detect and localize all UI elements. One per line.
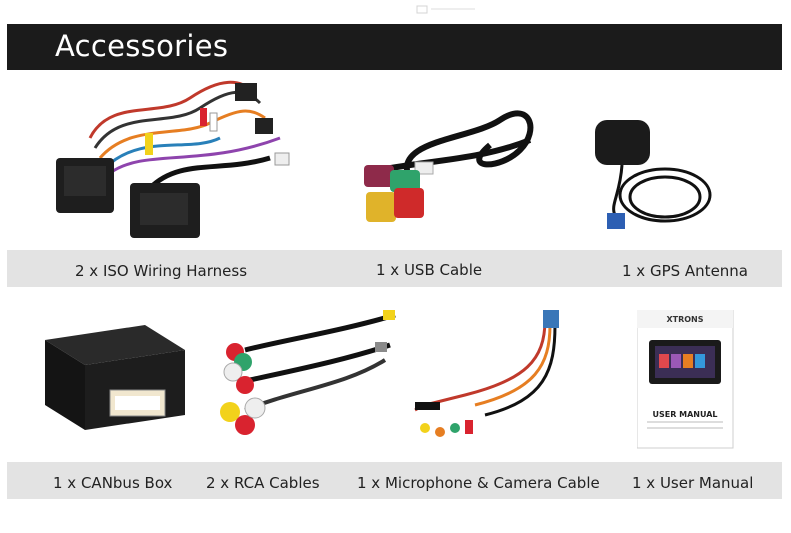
canbus-box-label: 1 x CANbus Box xyxy=(53,474,173,492)
watermark-top xyxy=(415,0,485,18)
watermark-icon xyxy=(416,5,475,14)
page-title: Accessories xyxy=(55,29,229,63)
usb-cable-image xyxy=(350,100,550,240)
microphone-camera-cable-image xyxy=(405,310,615,450)
manual-title-text: USER MANUAL xyxy=(652,410,718,419)
manual-brand-text: XTRONS xyxy=(666,315,704,324)
user-manual-label: 1 x User Manual xyxy=(632,474,754,492)
usb-cable-label: 1 x USB Cable xyxy=(376,261,483,279)
gps-antenna-image xyxy=(570,115,720,240)
gps-antenna-label: 1 x GPS Antenna xyxy=(622,262,748,280)
row1-label-band xyxy=(7,250,782,287)
rca-cables-label: 2 x RCA Cables xyxy=(206,474,320,492)
canbus-box-image xyxy=(35,320,185,435)
rca-cables-image xyxy=(215,300,405,450)
iso-wiring-harness-label: 2 x ISO Wiring Harness xyxy=(75,262,248,280)
user-manual-image: XTRONS USER MANUAL xyxy=(637,310,735,450)
microphone-camera-cable-label: 1 x Microphone & Camera Cable xyxy=(357,474,600,492)
section-header: Accessories xyxy=(7,24,782,70)
row2-label-band xyxy=(7,462,782,499)
iso-wiring-harness-image xyxy=(50,78,290,248)
